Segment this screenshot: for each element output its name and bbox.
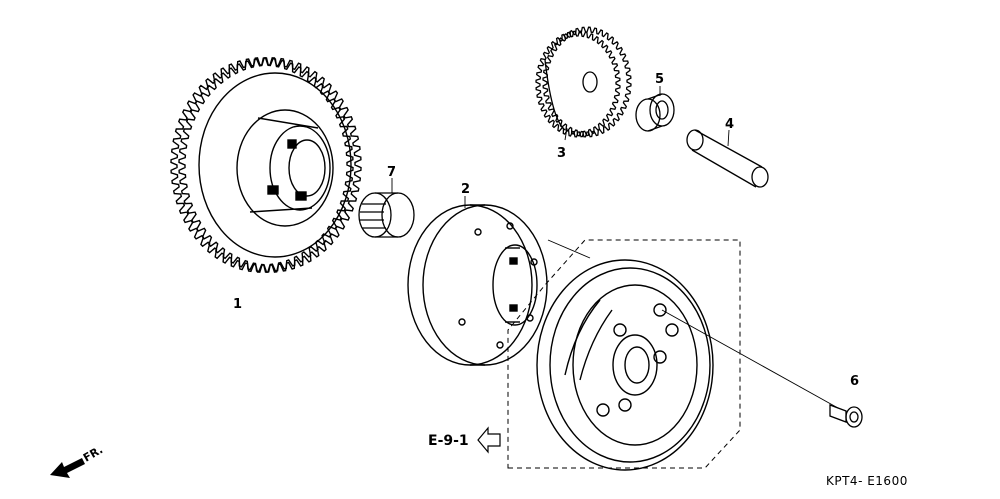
part-number-4: 4 bbox=[725, 117, 734, 132]
drawing-code: KPT4- E1600 bbox=[826, 474, 908, 488]
gear-teeth-outer bbox=[178, 57, 362, 273]
reference-label: E-9-1 bbox=[428, 433, 469, 449]
needle-bearing bbox=[358, 192, 415, 238]
gear-inner-rim bbox=[198, 72, 352, 258]
gear-teeth-back bbox=[170, 57, 354, 273]
reduction-shaft bbox=[686, 129, 769, 188]
reduction-gear bbox=[535, 26, 632, 138]
direction-label: FR. bbox=[81, 443, 105, 464]
gear-teeth-outer bbox=[542, 26, 632, 138]
part-number-2: 2 bbox=[461, 182, 470, 197]
reduction-gear-center bbox=[544, 59, 598, 131]
leader-line-clutch bbox=[547, 239, 591, 259]
bushing-collar bbox=[635, 93, 675, 132]
left-arrow-icon bbox=[477, 426, 501, 454]
front-direction-arrow-icon bbox=[50, 458, 85, 478]
flywheel-rotor bbox=[507, 239, 741, 471]
part-number-5: 5 bbox=[655, 72, 664, 87]
number-leaders bbox=[391, 86, 730, 208]
leader-line-bolt bbox=[661, 309, 839, 409]
starter-driven-gear-large bbox=[170, 57, 362, 273]
part-number-3: 3 bbox=[557, 146, 566, 161]
part-number-1: 1 bbox=[233, 297, 242, 312]
part-number-7: 7 bbox=[387, 165, 396, 180]
gear-teeth-back bbox=[535, 30, 621, 138]
starter-clutch-outer bbox=[407, 204, 548, 366]
part-number-6: 6 bbox=[850, 374, 859, 389]
starter-driven-gear-hub bbox=[236, 109, 334, 227]
flange-bolt bbox=[829, 404, 863, 428]
